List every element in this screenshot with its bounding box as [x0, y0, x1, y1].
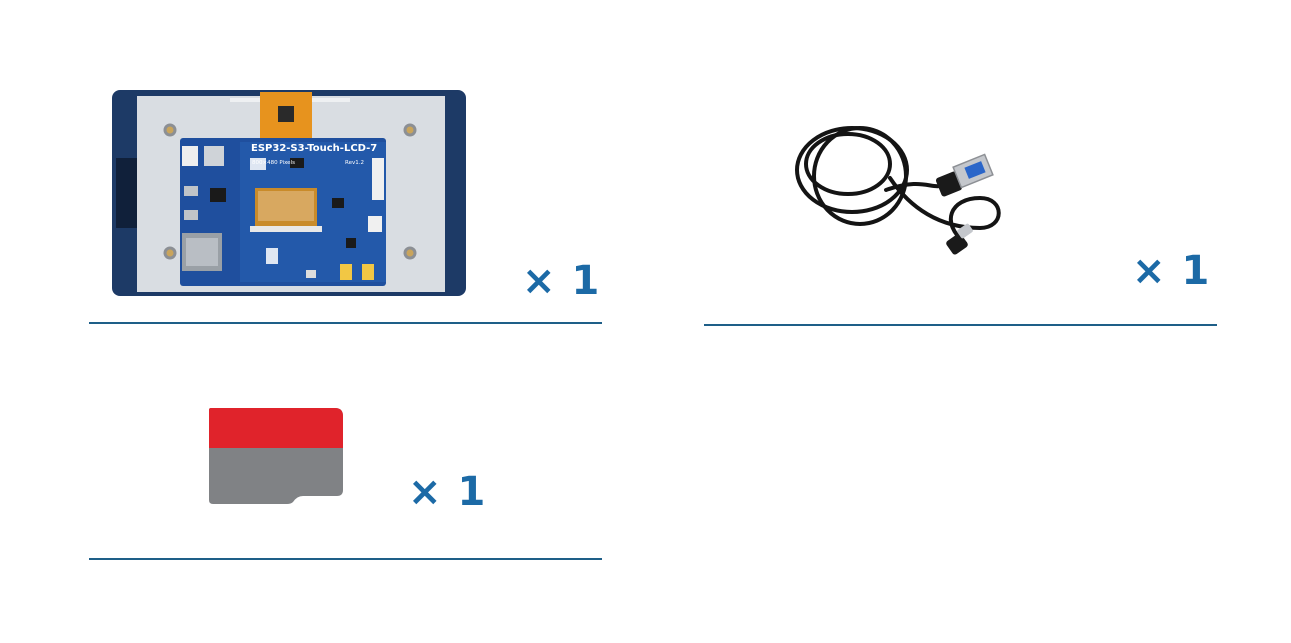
- microsd-card-quantity: × 1: [408, 469, 487, 515]
- board-title-text: ESP32-S3-Touch-LCD-7: [251, 143, 377, 154]
- usb-cable-image: [790, 118, 1030, 268]
- divider-usb-cable: [704, 324, 1217, 326]
- usb-cable-quantity: × 1: [1132, 248, 1211, 294]
- board-revision-text: Rev1.2: [345, 160, 364, 166]
- divider-microsd-card: [89, 558, 602, 560]
- divider-lcd-board: [89, 322, 602, 324]
- microsd-card-image: [207, 406, 347, 506]
- lcd-board-quantity: × 1: [522, 258, 601, 304]
- board-resolution-text: 800×480 Pixels: [252, 160, 295, 166]
- lcd-board-image: ESP32-S3-Touch-LCD-7 800×480 Pixels Rev1…: [110, 88, 468, 298]
